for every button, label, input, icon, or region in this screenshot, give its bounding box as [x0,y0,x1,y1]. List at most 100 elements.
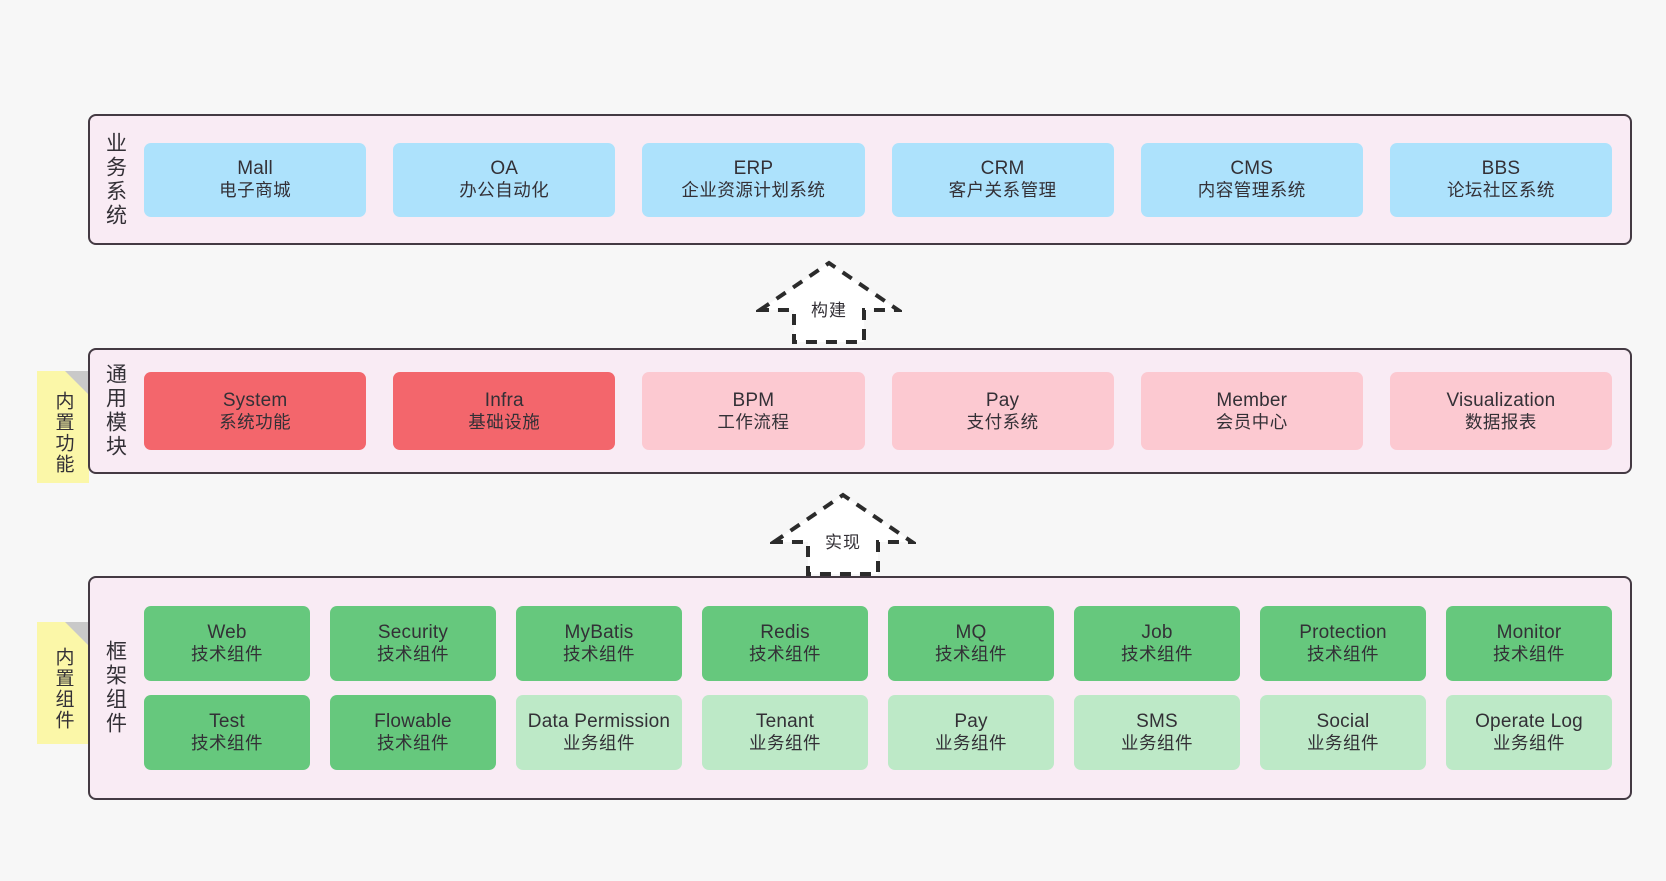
card-redis-cn: 技术组件 [749,644,821,665]
card-operate-log[interactable]: Operate Log 业务组件 [1446,695,1612,770]
card-sms[interactable]: SMS 业务组件 [1074,695,1240,770]
card-sms-en: SMS [1136,711,1178,733]
card-protection-en: Protection [1299,622,1387,644]
card-web-cn: 技术组件 [191,644,263,665]
card-pay-component-en: Pay [954,711,988,733]
card-web[interactable]: Web 技术组件 [144,606,310,681]
card-crm[interactable]: CRM 客户关系管理 [891,142,1114,217]
card-bpm[interactable]: BPM 工作流程 [642,372,865,450]
card-bbs[interactable]: BBS 论坛社区系统 [1389,142,1613,217]
layer-business-title: 业务系统 [90,116,134,243]
card-operate-log-cn: 业务组件 [1493,733,1565,754]
card-cms-cn: 内容管理系统 [1197,180,1306,201]
card-bpm-cn: 工作流程 [717,411,790,432]
card-system-en: System [222,389,288,411]
card-member-en: Member [1216,389,1288,411]
card-erp-cn: 企业资源计划系统 [681,180,826,201]
note-built-in-components: 内置组件 [37,622,89,744]
card-data-permission-en: Data Permission [527,711,671,733]
layer-modules-title: 通用模块 [90,350,134,472]
card-visualization[interactable]: Visualization 数据报表 [1389,372,1613,450]
note-fold-corner-icon [65,371,89,395]
card-social-en: Social [1316,711,1370,733]
card-flowable-cn: 技术组件 [377,733,449,754]
card-cms-en: CMS [1230,158,1274,180]
layer-modules-label: 通用模块 [103,363,127,459]
card-social-cn: 业务组件 [1307,733,1379,754]
card-redis[interactable]: Redis 技术组件 [702,606,868,681]
layer-modules-body: System 系统功能 Infra 基础设施 BPM 工作流程 Pay 支付系统… [134,350,1630,472]
card-flowable-en: Flowable [374,711,452,733]
frame-card-row-business: Test 技术组件 Flowable 技术组件 Data Permission … [144,695,1612,770]
card-mybatis-en: MyBatis [564,622,634,644]
card-erp-en: ERP [733,158,774,180]
connector-implement-arrow: 实现 [767,490,919,576]
card-redis-en: Redis [760,622,810,644]
card-bbs-cn: 论坛社区系统 [1446,180,1555,201]
card-tenant[interactable]: Tenant 业务组件 [702,695,868,770]
card-monitor-en: Monitor [1496,622,1562,644]
card-security-cn: 技术组件 [377,644,449,665]
card-oa[interactable]: OA 办公自动化 [393,142,616,217]
card-bbs-en: BBS [1481,158,1521,180]
card-visualization-cn: 数据报表 [1464,411,1537,432]
card-bpm-en: BPM [732,389,775,411]
card-cms[interactable]: CMS 内容管理系统 [1140,142,1363,217]
card-infra-cn: 基础设施 [468,411,541,432]
card-monitor[interactable]: Monitor 技术组件 [1446,606,1612,681]
card-mybatis[interactable]: MyBatis 技术组件 [516,606,682,681]
card-test-cn: 技术组件 [191,733,263,754]
card-test[interactable]: Test 技术组件 [144,695,310,770]
note-fold-corner-icon [65,622,89,646]
card-job-cn: 技术组件 [1121,644,1193,665]
card-job-en: Job [1141,622,1173,644]
business-card-row: Mall 电子商城 OA 办公自动化 ERP 企业资源计划系统 CRM 客户关系… [144,142,1613,217]
card-operate-log-en: Operate Log [1475,711,1583,733]
card-crm-en: CRM [980,158,1025,180]
card-visualization-en: Visualization [1446,389,1556,411]
card-mybatis-cn: 技术组件 [563,644,635,665]
card-infra[interactable]: Infra 基础设施 [393,372,616,450]
card-member[interactable]: Member 会员中心 [1140,372,1363,450]
card-security-en: Security [377,622,449,644]
card-pay-module-cn: 支付系统 [966,411,1039,432]
layer-common-modules: 通用模块 System 系统功能 Infra 基础设施 BPM 工作流程 Pay [88,348,1632,474]
card-tenant-cn: 业务组件 [749,733,821,754]
card-member-cn: 会员中心 [1215,411,1288,432]
card-web-en: Web [207,622,247,644]
card-infra-en: Infra [484,389,524,411]
card-data-permission[interactable]: Data Permission 业务组件 [516,695,682,770]
card-pay-module-en: Pay [985,389,1020,411]
card-pay-component[interactable]: Pay 业务组件 [888,695,1054,770]
card-security[interactable]: Security 技术组件 [330,606,496,681]
card-oa-cn: 办公自动化 [459,180,550,201]
card-pay-component-cn: 业务组件 [935,733,1007,754]
note-built-in-functions: 内置功能 [37,371,89,483]
card-mall-en: Mall [237,158,273,180]
card-job[interactable]: Job 技术组件 [1074,606,1240,681]
card-crm-cn: 客户关系管理 [948,180,1057,201]
card-protection-cn: 技术组件 [1307,644,1379,665]
frame-card-row-tech: Web 技术组件 Security 技术组件 MyBatis 技术组件 Redi… [144,606,1612,681]
layer-business-systems: 业务系统 Mall 电子商城 OA 办公自动化 ERP 企业资源计划系统 CRM [88,114,1632,245]
card-mq[interactable]: MQ 技术组件 [888,606,1054,681]
card-system-cn: 系统功能 [219,411,292,432]
card-social[interactable]: Social 业务组件 [1260,695,1426,770]
connector-implement-label: 实现 [825,533,861,552]
card-pay-module[interactable]: Pay 支付系统 [891,372,1114,450]
card-data-permission-cn: 业务组件 [563,733,635,754]
implement-arrow-icon [767,492,919,576]
modules-card-row: System 系统功能 Infra 基础设施 BPM 工作流程 Pay 支付系统… [144,372,1613,450]
card-system[interactable]: System 系统功能 [144,372,367,450]
card-protection[interactable]: Protection 技术组件 [1260,606,1426,681]
build-arrow-icon [753,260,905,344]
card-erp[interactable]: ERP 企业资源计划系统 [642,142,865,217]
card-monitor-cn: 技术组件 [1493,644,1565,665]
connector-build-label: 构建 [811,301,847,320]
layer-frame-label: 框架组件 [103,640,127,736]
layer-frame-title: 框架组件 [90,578,134,798]
layer-frame-body: Web 技术组件 Security 技术组件 MyBatis 技术组件 Redi… [134,578,1630,798]
card-flowable[interactable]: Flowable 技术组件 [330,695,496,770]
card-mall[interactable]: Mall 电子商城 [144,142,367,217]
